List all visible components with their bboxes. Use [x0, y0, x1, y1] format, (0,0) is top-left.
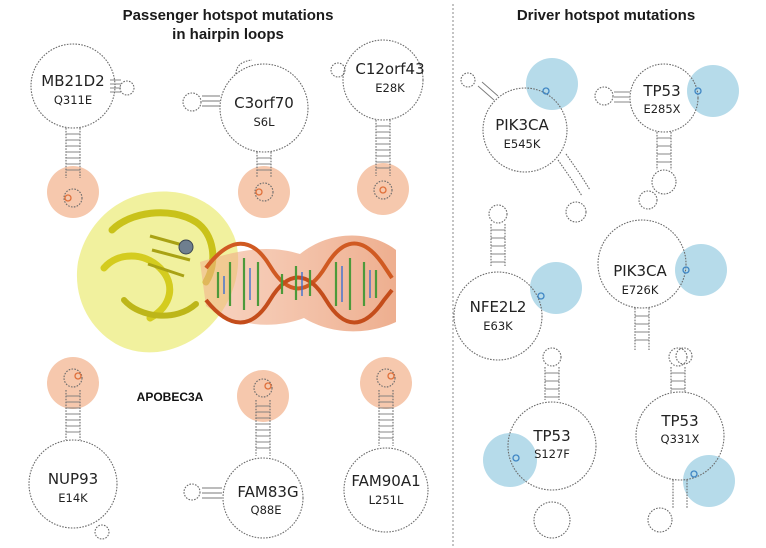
gene-label: FAM83G — [237, 483, 298, 501]
mutation-site-marker — [690, 470, 698, 478]
passenger-title-line2: in hairpin loops — [172, 26, 284, 43]
gene-label: MB21D2 — [41, 72, 104, 90]
mutation-highlight — [357, 163, 409, 215]
mutation-highlight — [675, 244, 727, 296]
mutation-site-marker — [379, 186, 387, 194]
mutation-site-marker — [694, 87, 702, 95]
mutation-highlight — [483, 433, 537, 487]
mutation-label: Q331X — [661, 432, 700, 446]
gene-label: TP53 — [642, 82, 680, 100]
mutation-highlight — [683, 455, 735, 507]
mutation-highlight — [47, 357, 99, 409]
mutation-label: Q88E — [251, 503, 282, 517]
gene-label: C12orf43 — [355, 60, 424, 78]
mutation-highlight — [238, 166, 290, 218]
driver-title: Driver hotspot mutations — [517, 7, 695, 24]
dna-surface — [200, 235, 396, 332]
mutation-site-marker — [74, 372, 82, 380]
passenger-title-line1: Passenger hotspot mutations — [123, 7, 334, 24]
mutation-label: E28K — [375, 81, 405, 95]
mutation-label: E545K — [504, 137, 541, 151]
passenger-hairpin-mb21d2: MB21D2 Q311E — [30, 43, 135, 218]
driver-hairpin-nfe2l2-e63k: NFE2L2 E63K — [453, 204, 582, 361]
passenger-hairpin-fam90a1: FAM90A1 L251L — [343, 357, 429, 533]
passenger-hairpin-c12orf43: C12orf43 E28K — [330, 39, 425, 215]
zinc-atom — [178, 239, 194, 255]
gene-label: FAM90A1 — [351, 472, 420, 490]
mutation-label: S6L — [253, 115, 275, 129]
mutation-label: Q311E — [54, 93, 92, 107]
mutation-highlight — [360, 357, 412, 409]
mutation-site-marker — [387, 372, 395, 380]
mutation-site-marker — [264, 382, 272, 390]
mutation-site-marker — [682, 266, 690, 274]
mutation-highlight — [47, 166, 99, 218]
gene-label: PIK3CA — [613, 262, 667, 280]
dna-backbone-strand-2 — [204, 275, 394, 325]
driver-hairpin-pik3ca-e545k: PIK3CA E545K — [460, 58, 591, 223]
mutation-label: S127F — [534, 447, 570, 461]
mutation-label: L251L — [369, 493, 404, 507]
mutation-label: E726K — [622, 283, 659, 297]
mutation-label: E63K — [483, 319, 513, 333]
mutation-highlight — [237, 370, 289, 422]
mutation-site-marker — [537, 292, 545, 300]
driver-hairpin-tp53-e285x: TP53 E285X — [594, 63, 739, 195]
protein-surface — [76, 191, 239, 353]
protein-label: APOBEC3A — [137, 390, 204, 404]
driver-hairpin-pik3ca-e726k: PIK3CA E726K — [597, 190, 727, 365]
gene-label: PIK3CA — [495, 116, 549, 134]
gene-label: NUP93 — [48, 470, 98, 488]
mutation-highlight — [526, 58, 578, 110]
dna-backbone-strand-1 — [204, 241, 394, 291]
mutation-site-marker — [542, 87, 550, 95]
mutation-highlight — [530, 262, 582, 314]
driver-hairpin-tp53-s127f: TP53 S127F — [483, 347, 597, 539]
passenger-hairpin-nup93: NUP93 E14K — [28, 357, 118, 540]
mutation-label: E14K — [58, 491, 88, 505]
mutation-label: E285X — [643, 102, 680, 116]
gene-label: TP53 — [532, 427, 570, 445]
gene-label: TP53 — [660, 412, 698, 430]
driver-hairpin-tp53-q331x: TP53 Q331X — [635, 347, 735, 533]
gene-label: NFE2L2 — [470, 298, 527, 316]
mutation-highlight — [687, 65, 739, 117]
mutation-site-marker — [64, 194, 72, 202]
gene-label: C3orf70 — [234, 94, 294, 112]
mutation-site-marker — [512, 454, 520, 462]
mutation-site-marker — [255, 188, 263, 196]
passenger-hairpin-c3orf70: C3orf70 S6L — [182, 59, 309, 218]
apobec3a-structure: APOBEC3A — [76, 191, 396, 404]
passenger-hairpin-fam83g: FAM83G Q88E — [183, 370, 304, 539]
